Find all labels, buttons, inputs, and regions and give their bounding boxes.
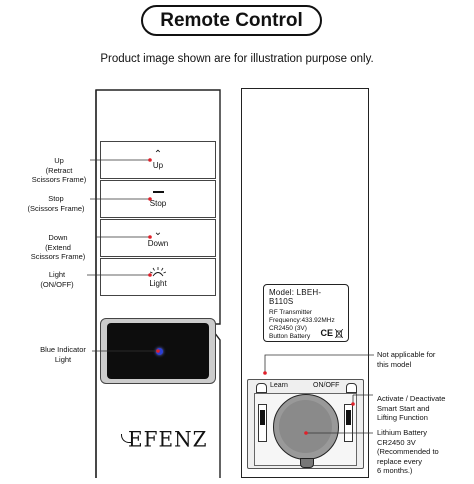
callout-up-line2: (Retract <box>45 165 73 175</box>
callout-down-line1: Down <box>48 233 68 242</box>
callout-down-line3: Scissors Frame) <box>30 252 86 261</box>
spec-line-3: CR2450 (3V) <box>269 325 307 332</box>
light-icon <box>150 266 166 276</box>
callout-na-line2: this model <box>377 359 412 369</box>
ce-mark: CE <box>320 328 333 338</box>
callout-stop: Stop (Scissors Frame) <box>18 194 94 213</box>
chevron-up-icon: ⌃ <box>153 148 163 160</box>
callout-up: Up (Retract Scissors Frame) <box>24 156 94 185</box>
right-slider-knob <box>346 410 351 425</box>
stop-button-label: Stop <box>149 198 167 208</box>
battery-compartment: Learn ON/OFF <box>247 379 364 469</box>
callout-activate-line1: Activate / Deactivate <box>377 394 446 403</box>
learn-switch[interactable] <box>256 383 267 393</box>
callout-dot-down <box>148 235 152 239</box>
callout-up-line3: Scissors Frame) <box>31 175 87 184</box>
chevron-down-icon: ⌄ <box>153 226 163 238</box>
leader-not-applicable <box>264 354 374 373</box>
right-switch-slider[interactable] <box>344 404 353 442</box>
left-switch-slider[interactable] <box>258 404 267 442</box>
spec-line-2: Frequency:433.92MHz <box>269 317 335 324</box>
callout-dot-battery <box>304 431 308 435</box>
spec-line-1: RF Transmitter <box>269 309 312 316</box>
callout-indicator-line1: Blue Indicator <box>40 345 86 354</box>
callout-dot-light <box>148 273 152 277</box>
callout-dot-indicator <box>156 349 160 353</box>
model-info-card: Model: LBEH-B110S RF Transmitter Frequen… <box>263 284 349 342</box>
callout-light-line1: Light <box>48 270 66 279</box>
title-pill: Remote Control <box>141 5 322 36</box>
callout-light-line2: (ON/OFF) <box>40 279 74 289</box>
left-slider-knob <box>260 410 265 425</box>
brand-swoosh <box>121 434 132 443</box>
callout-dot-stop <box>148 197 152 201</box>
spec-line-4: Button Battery <box>269 333 311 340</box>
callout-dot-not-applicable <box>263 371 267 375</box>
battery-tab <box>300 458 314 468</box>
callout-activate-line2: Smart Start and <box>377 403 430 413</box>
page-title: Remote Control <box>160 9 303 31</box>
brand-logo: EFENZ <box>128 426 208 452</box>
model-number: Model: LBEH-B110S <box>269 288 322 306</box>
callout-battery-line2: CR2450 3V <box>377 437 416 447</box>
callout-battery-line5: 6 months.) <box>377 466 413 475</box>
callout-not-applicable: Not applicable for this model <box>377 350 472 369</box>
callout-down: Down (Extend Scissors Frame) <box>20 233 96 262</box>
learn-label: Learn <box>270 382 288 389</box>
callout-light: Light (ON/OFF) <box>27 270 87 289</box>
callout-activate-line3: Lifting Function <box>377 413 428 422</box>
onoff-label: ON/OFF <box>313 382 340 389</box>
callout-activate: Activate / Deactivate Smart Start and Li… <box>377 394 472 423</box>
callout-up-line1: Up <box>54 156 64 165</box>
callout-na-line1: Not applicable for <box>377 350 436 359</box>
callout-stop-line2: (Scissors Frame) <box>27 203 85 213</box>
callout-battery-line3: (Recommended to <box>377 447 439 456</box>
down-button-label: Down <box>147 238 169 248</box>
stop-bar-icon <box>152 190 164 193</box>
callout-battery-line1: Lithium Battery <box>377 428 428 437</box>
callout-dot-activate <box>351 402 355 406</box>
light-button[interactable]: Light <box>100 258 216 296</box>
coin-battery-face <box>279 400 332 453</box>
weee-bin-icon <box>335 328 343 338</box>
callout-indicator: Blue Indicator Light <box>34 345 92 364</box>
callout-dot-up <box>148 158 152 162</box>
down-button[interactable]: ⌄ Down <box>100 219 216 257</box>
callout-indicator-line2: Light <box>54 354 72 364</box>
light-button-label: Light <box>149 278 167 288</box>
callout-battery-line4: replace every <box>377 456 423 466</box>
up-button-label: Up <box>152 160 164 170</box>
callout-down-line2: (Extend <box>45 242 71 252</box>
callout-battery: Lithium Battery CR2450 3V (Recommended t… <box>377 428 472 476</box>
callout-stop-line1: Stop <box>48 194 64 203</box>
subtitle: Product image shown are for illustration… <box>100 53 374 65</box>
onoff-switch[interactable] <box>346 383 357 393</box>
